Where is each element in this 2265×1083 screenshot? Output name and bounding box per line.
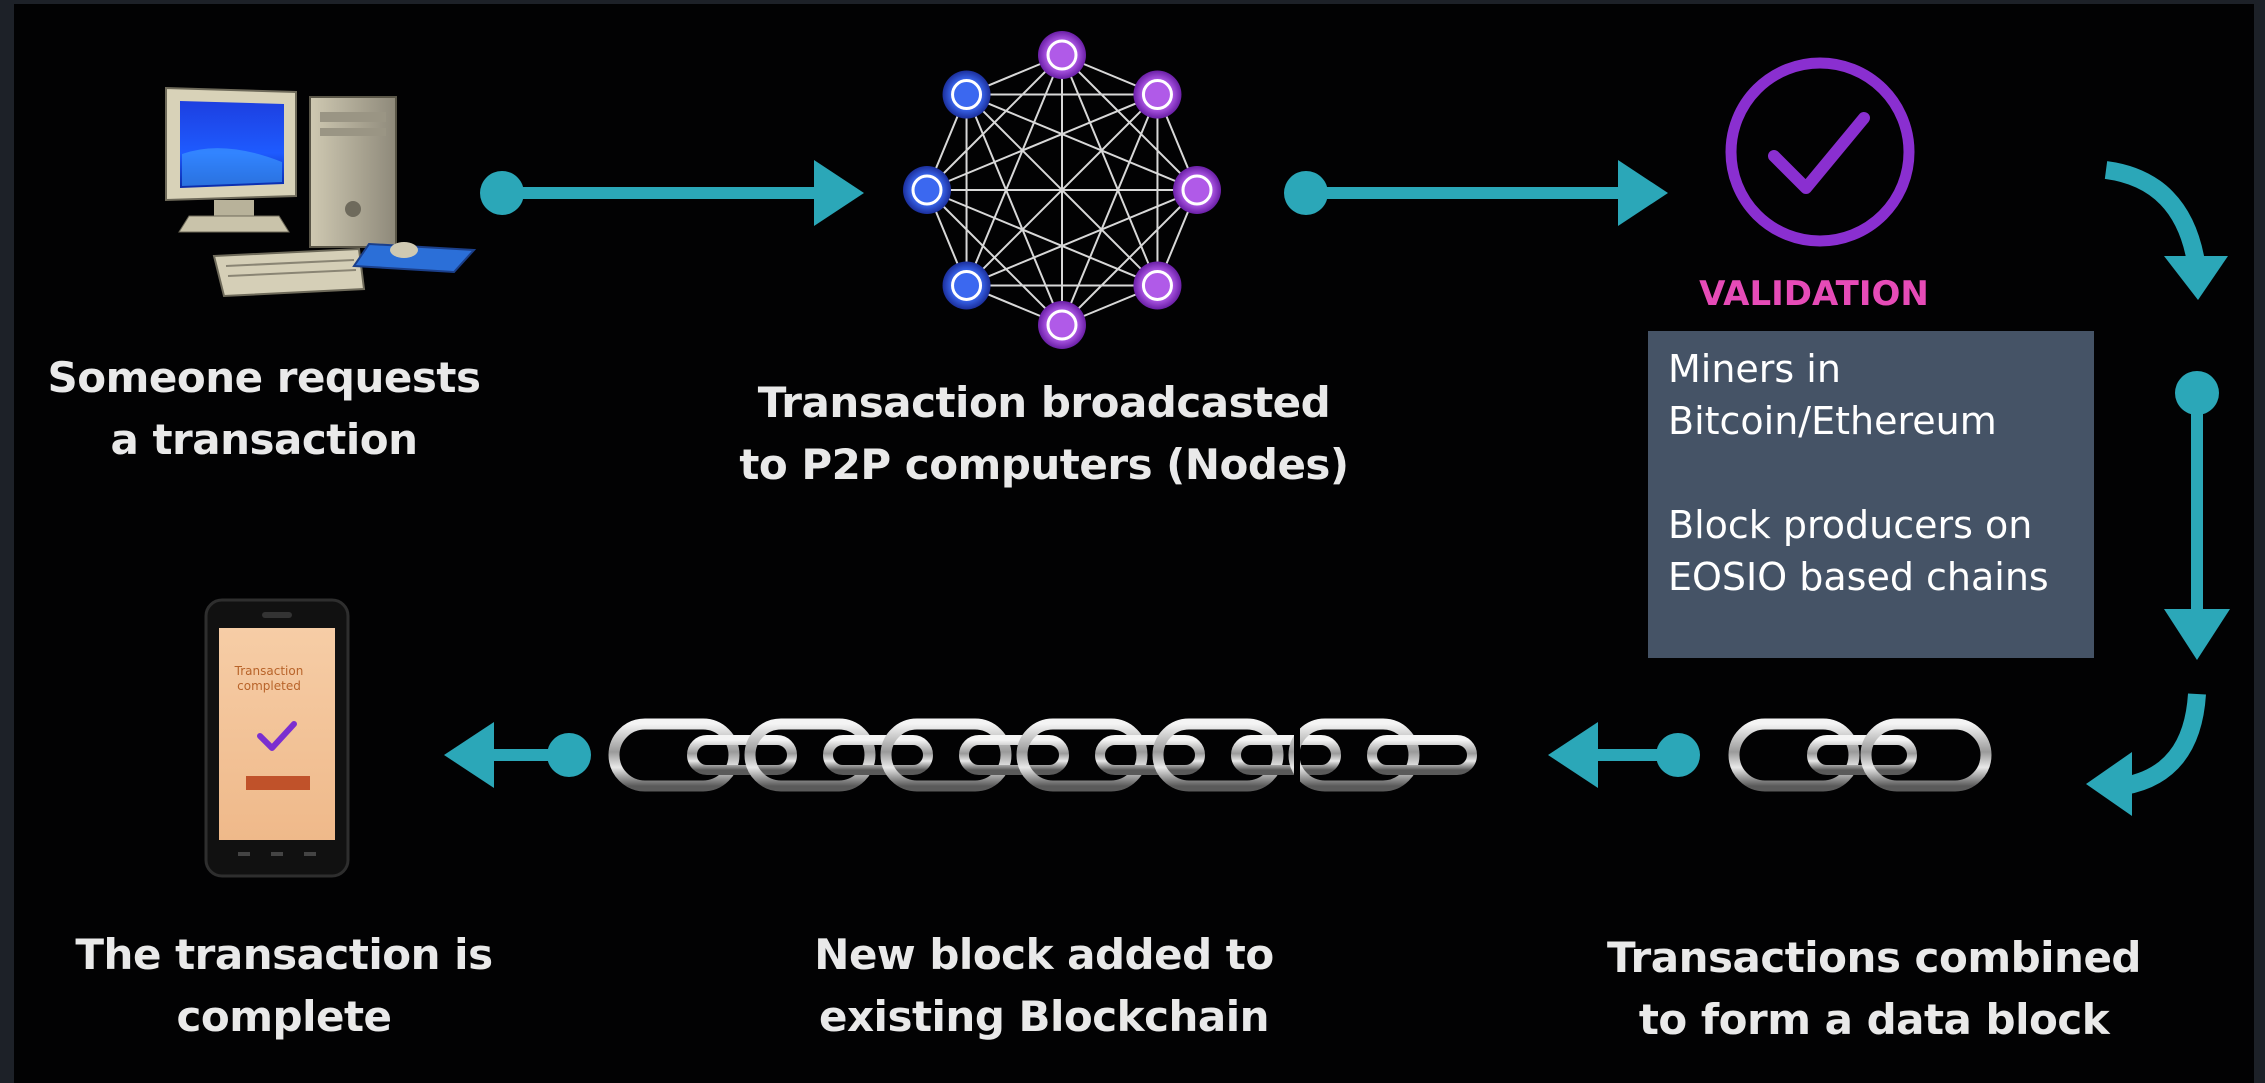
- chain-link: [687, 735, 797, 775]
- network-link: [1061, 94, 1159, 326]
- step-complete-label: The transaction is complete: [75, 930, 493, 1041]
- validation-note-line: Bitcoin/Ethereum: [1668, 399, 1997, 443]
- step-added-label: New block added to existing Blockchain: [814, 930, 1274, 1041]
- step-broadcast-label: Transaction broadcasted to P2P computers…: [739, 378, 1349, 489]
- validation-note-line: Miners in: [1668, 347, 1841, 391]
- network-node: [942, 261, 991, 310]
- step-combine-label: Transactions combined to form a data blo…: [1606, 933, 2142, 1044]
- network-node: [1133, 261, 1182, 310]
- chain-link: [744, 718, 876, 792]
- network-node-ring: [1046, 309, 1078, 341]
- network-link: [926, 93, 1158, 191]
- network-link: [965, 93, 1159, 287]
- network-node: [1173, 166, 1221, 214]
- network-link: [926, 189, 1158, 287]
- network-node-ring: [1181, 174, 1213, 206]
- chain-link: [1016, 718, 1148, 792]
- checkmark-circle-icon: [1725, 57, 1915, 247]
- chain-link: [1095, 735, 1205, 775]
- network-node-ring: [951, 79, 983, 111]
- chain-link: [1860, 718, 1992, 792]
- chain-link: [1231, 735, 1341, 775]
- network-node: [942, 70, 991, 119]
- phone-screen-text: Transaction completed: [234, 664, 304, 693]
- network-node: [903, 166, 951, 214]
- arrow-combine-to-chain: [1548, 722, 1700, 788]
- network-node: [1038, 31, 1086, 79]
- chain-link: [823, 735, 933, 775]
- network-link: [966, 189, 1198, 287]
- network-link: [965, 54, 1063, 286]
- arrow-broadcast-to-validation: [1284, 160, 1668, 226]
- network-node-ring: [911, 174, 943, 206]
- diagram-graphics: [165, 31, 2230, 878]
- network-node-ring: [1046, 39, 1078, 71]
- chain-link: [1728, 718, 1860, 792]
- arrow-chain-to-complete: [444, 722, 591, 788]
- arrow-validation-to-combine: [2164, 371, 2230, 660]
- process-diagram: Transaction completed Someone requests a…: [14, 4, 2254, 1083]
- arrow-curve-right-down: [2104, 161, 2228, 300]
- chain-link: [1288, 718, 1420, 792]
- validation-label: VALIDATION: [1699, 274, 1929, 314]
- network-link: [1061, 54, 1159, 286]
- chain-link: [1152, 718, 1284, 792]
- step-request-label: Someone requests a transaction: [47, 353, 481, 464]
- validation-note-line: Block producers on: [1668, 503, 2033, 547]
- new-block-chain-icon: [1728, 718, 1992, 792]
- network-link: [966, 93, 1198, 191]
- network-node: [1133, 70, 1182, 119]
- validation-note: Miners in Bitcoin/Ethereum Block produce…: [1648, 331, 2094, 658]
- network-node-ring: [1141, 79, 1173, 111]
- chain-seam: [1294, 704, 1300, 804]
- network-link: [965, 94, 1063, 326]
- smartphone-icon: [204, 598, 350, 878]
- network-nodes-icon: [903, 31, 1221, 349]
- validation-note-line: EOSIO based chains: [1668, 555, 2049, 599]
- chain-link: [880, 718, 1012, 792]
- chain-link: [959, 735, 1069, 775]
- network-node-ring: [951, 269, 983, 301]
- computer-icon: [165, 86, 477, 298]
- arrow-curve-down-left: [2086, 693, 2206, 816]
- chain-link: [608, 718, 740, 792]
- network-node: [1038, 301, 1086, 349]
- chain-icon: [608, 704, 1477, 804]
- chain-link: [1807, 735, 1917, 775]
- arrow-request-to-broadcast: [480, 160, 864, 226]
- network-node-ring: [1141, 269, 1173, 301]
- chain-link: [1367, 735, 1477, 775]
- network-link: [926, 189, 1063, 326]
